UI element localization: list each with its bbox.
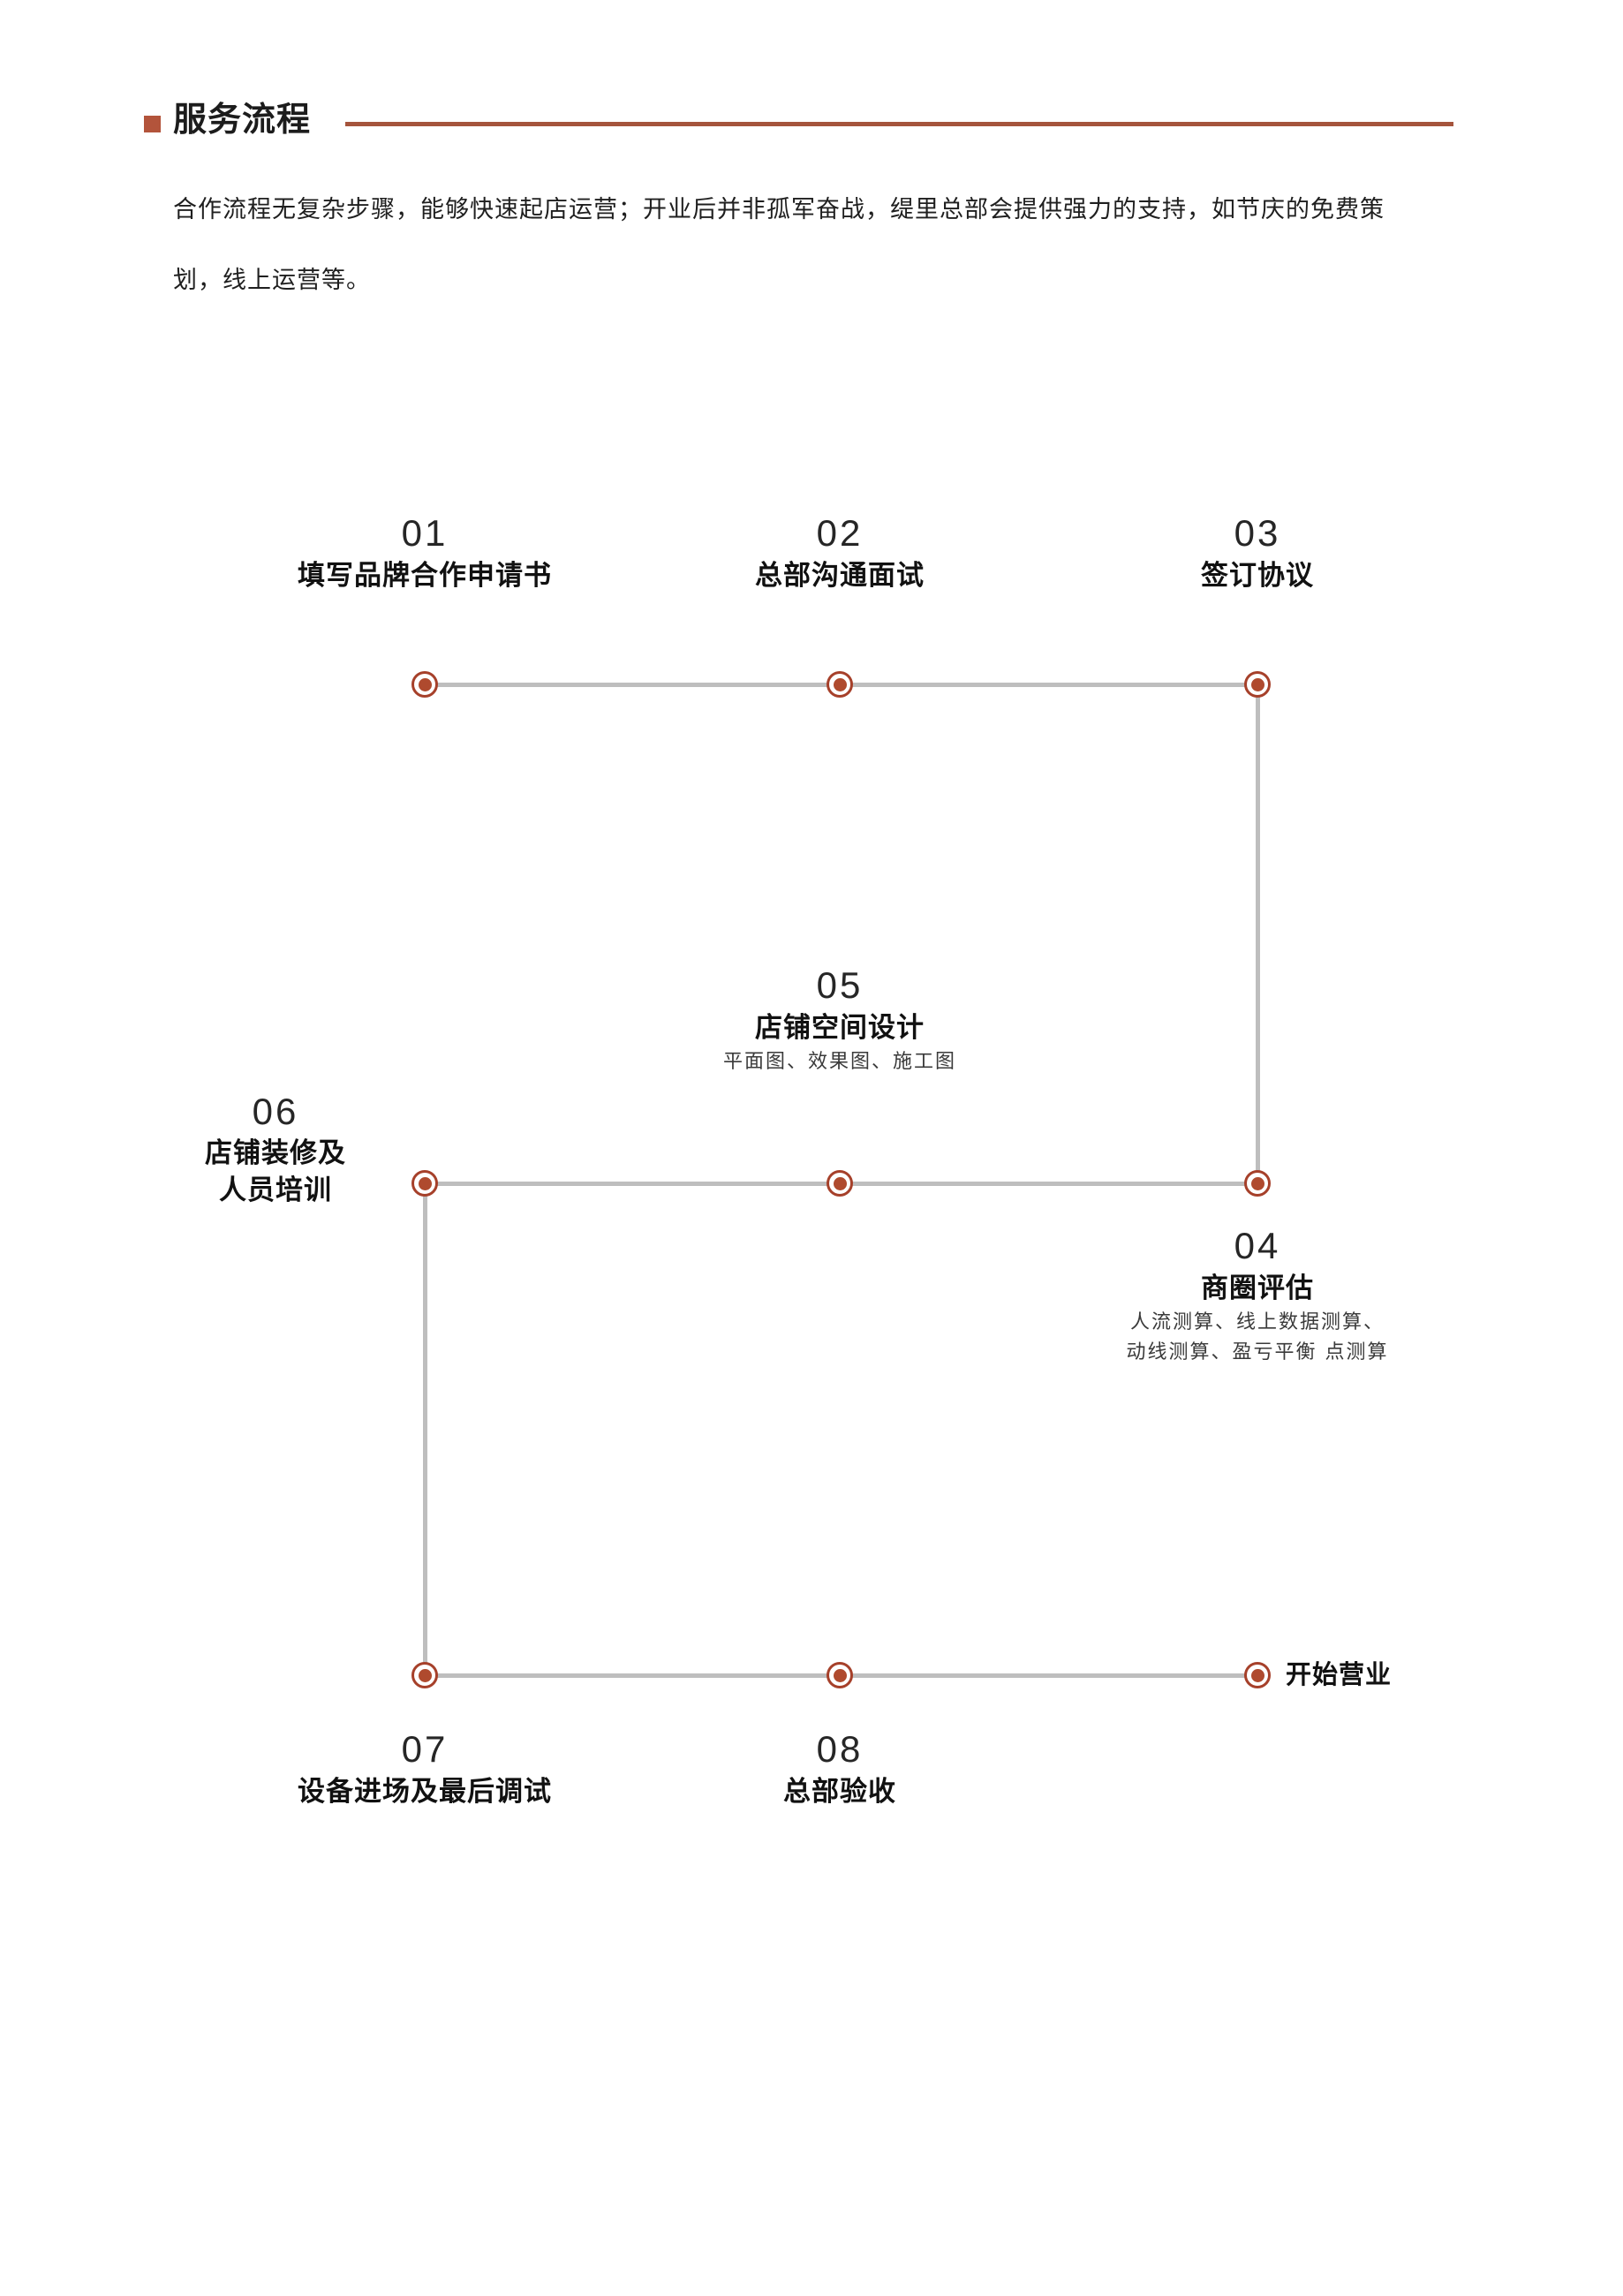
step-04-number: 04 [1234,1225,1281,1266]
step-02-title: 总部沟通面试 [755,560,925,592]
step-05: 05 店铺空间设计 平面图、效果图、施工图 [663,963,1016,1077]
connector-left-vertical [423,1182,427,1675]
timeline-node-06[interactable] [411,1170,438,1197]
step-03-title: 签订协议 [1201,560,1314,592]
square-bullet-icon [144,116,161,132]
timeline-node-02[interactable] [827,671,853,698]
step-08-number: 08 [816,1728,864,1770]
step-07: 07 设备进场及最后调试 [248,1726,601,1811]
page-title: 服务流程 [173,100,312,139]
step-06-title-line2: 人员培训 [219,1174,332,1206]
intro-paragraph: 合作流程无复杂步骤，能够快速起店运营；开业后并非孤军奋战，缇里总部会提供强力的支… [173,196,1385,294]
step-05-subtitle: 平面图、效果图、施工图 [722,1051,956,1073]
timeline-node-end[interactable] [1244,1662,1271,1688]
timeline-node-08[interactable] [827,1662,853,1688]
step-01-title: 填写品牌合作申请书 [298,560,552,592]
timeline-node-07[interactable] [411,1662,438,1688]
timeline-end-label: 开始营业 [1286,1659,1393,1689]
timeline-node-03[interactable] [1244,671,1271,698]
step-05-number: 05 [816,964,864,1006]
step-03: 03 签订协议 [1081,510,1434,595]
step-06-title-line1: 店铺装修及 [205,1137,346,1169]
step-06-number: 06 [252,1091,299,1132]
step-06: 06 店铺装修及 人员培训 [160,1089,391,1209]
step-02-number: 02 [816,512,864,554]
step-03-number: 03 [1234,512,1281,554]
timeline-node-04[interactable] [1244,1170,1271,1197]
step-04-subtitle-line1: 人流测算、线上数据测算、 [1129,1311,1385,1333]
step-01-number: 01 [401,512,449,554]
step-02: 02 总部沟通面试 [663,510,1016,595]
header-divider [345,122,1453,126]
step-04-title: 商圈评估 [1201,1273,1314,1304]
step-08-title: 总部验收 [783,1776,896,1808]
step-05-title: 店铺空间设计 [755,1012,925,1044]
timeline-node-01[interactable] [411,671,438,698]
step-04-subtitle-line2: 动线测算、盈亏平衡 点测算 [1126,1341,1389,1363]
section-header: 服务流程 [0,95,1623,152]
step-04: 04 商圈评估 人流测算、线上数据测算、 动线测算、盈亏平衡 点测算 [1107,1223,1408,1368]
step-07-title: 设备进场及最后调试 [298,1776,552,1808]
step-01: 01 填写品牌合作申请书 [248,510,601,595]
connector-right-vertical [1256,683,1260,1183]
step-07-number: 07 [401,1728,449,1770]
timeline-node-05[interactable] [827,1170,853,1197]
step-08: 08 总部验收 [663,1726,1016,1811]
